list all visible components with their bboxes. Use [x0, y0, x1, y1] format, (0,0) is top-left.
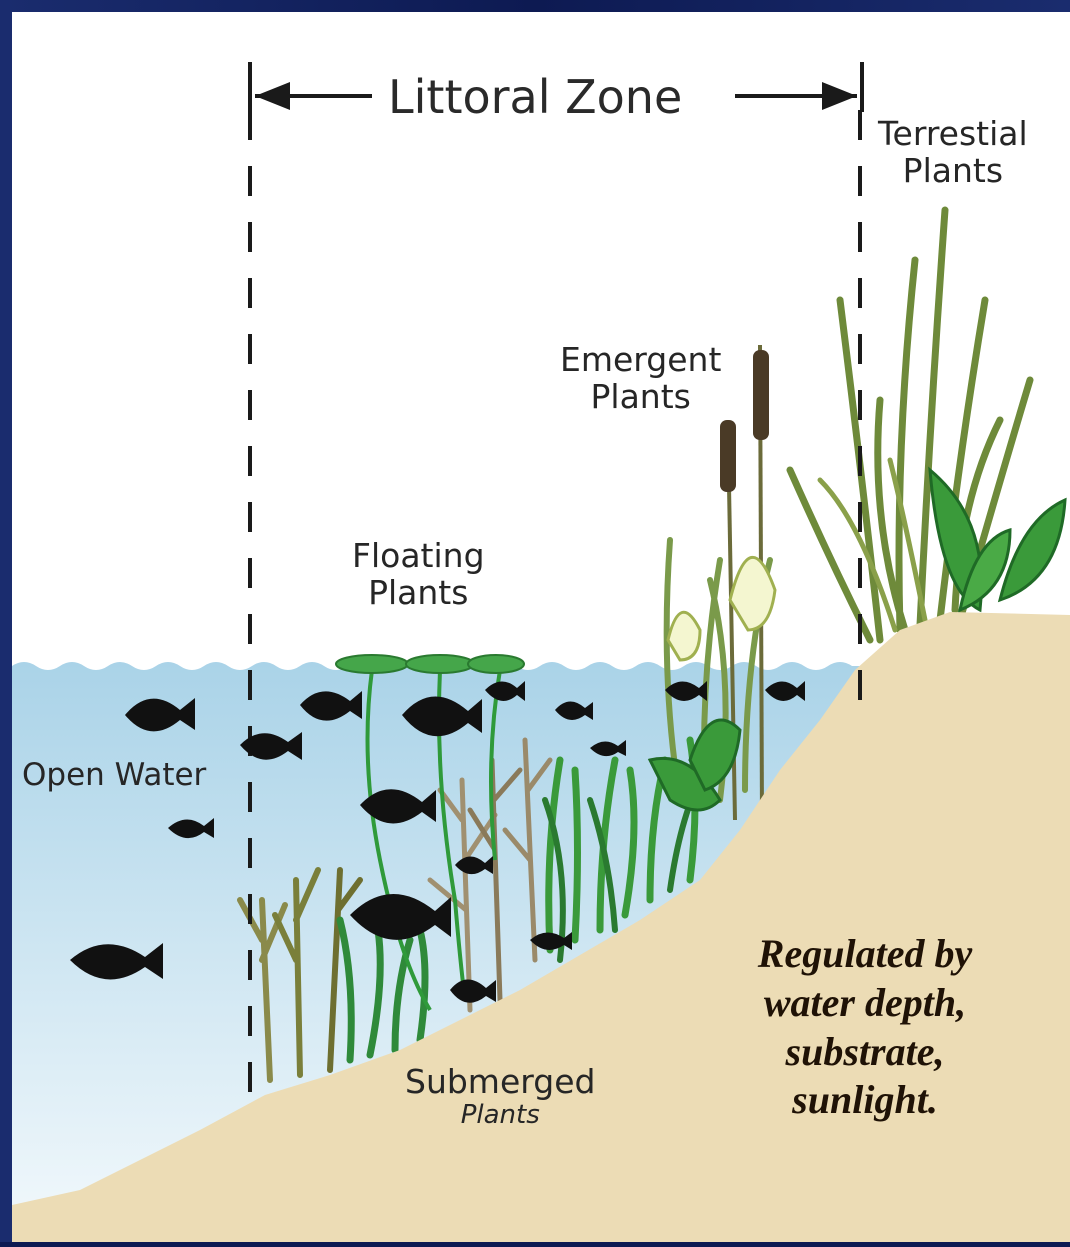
emergent-plants-label: Emergent Plants: [560, 342, 721, 416]
submerged-label-line2: Plants: [405, 1101, 595, 1130]
floating-label-line1: Floating: [352, 538, 485, 575]
regulation-note: Regulated by water depth, substrate, sun…: [700, 930, 1030, 1125]
note-line2: water depth,: [700, 979, 1030, 1028]
lily-pad: [406, 655, 474, 673]
terrestrial-plants-label: Terrestial Plants: [878, 116, 1028, 190]
terrestrial-label-line2: Plants: [878, 153, 1028, 190]
note-line3: substrate,: [700, 1028, 1030, 1077]
lily-pad: [336, 655, 408, 673]
terrestrial-label-line1: Terrestial: [878, 116, 1028, 153]
submerged-label-line1: Submerged: [405, 1064, 595, 1101]
emergent-label-line2: Plants: [560, 379, 721, 416]
note-line1: Regulated by: [700, 930, 1030, 979]
open-water-label: Open Water: [22, 758, 206, 793]
floating-label-line2: Plants: [352, 575, 485, 612]
littoral-zone-label: Littoral Zone: [380, 70, 690, 124]
floating-plants-label: Floating Plants: [352, 538, 485, 612]
lily-pad: [468, 655, 524, 673]
submerged-plants-label: Submerged Plants: [405, 1064, 595, 1130]
note-line4: sunlight.: [700, 1076, 1030, 1125]
cattail-head: [720, 420, 736, 492]
emergent-label-line1: Emergent: [560, 342, 721, 379]
cattail-head: [753, 350, 769, 440]
